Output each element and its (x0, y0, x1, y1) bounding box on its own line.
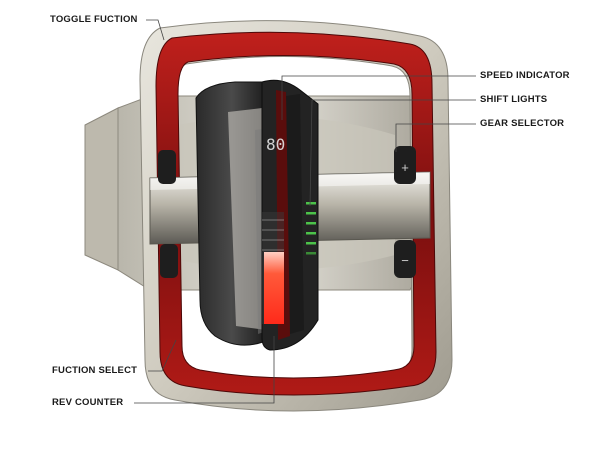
speed-digits: 80 (266, 135, 285, 154)
callout-gear-selector: GEAR SELECTOR (480, 118, 565, 129)
display-pod (195, 79, 319, 351)
gear-down-label: − (401, 253, 409, 268)
rev-counter-bar (262, 212, 284, 324)
shift-lights (306, 202, 316, 255)
leader-lines (134, 19, 476, 404)
speed-indicator-display: 80 (266, 135, 285, 154)
callout-toggle-function: TOGGLE FUCTION (50, 14, 138, 25)
gear-selector-paddles[interactable]: + − (394, 146, 416, 278)
callout-shift-lights: SHIFT LIGHTS (480, 94, 548, 105)
red-rim (155, 31, 437, 396)
left-paddle[interactable] (158, 150, 178, 278)
callout-rev-counter: REV COUNTER (52, 397, 124, 408)
callout-function-select: FUCTION SELECT (52, 365, 138, 376)
gear-up-label: + (401, 160, 409, 175)
callout-speed-indicator: SPEED INDICATOR (480, 70, 570, 81)
